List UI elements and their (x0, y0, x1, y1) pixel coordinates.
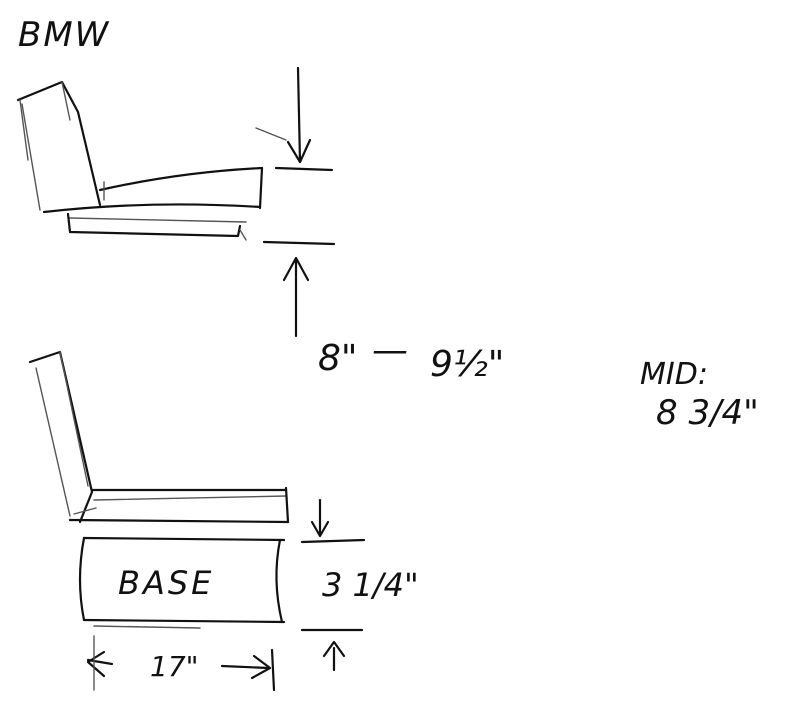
mid-annotation: MID: 8 3/4" (640, 357, 759, 433)
base-label: BASE (118, 564, 214, 602)
base-height-value: 3 1/4" (322, 566, 419, 604)
seat-height-separator: — (372, 330, 408, 371)
top-dimension-arrows (255, 66, 336, 338)
seat-height-range: 8" — 9½" (318, 330, 504, 385)
base-width-dimension: 17" (86, 635, 276, 692)
top-chair-drawing (16, 80, 264, 241)
mid-value: 8 3/4" (656, 393, 759, 433)
base-height-dimension: 3 1/4" (300, 498, 419, 672)
seat-height-max: 9½" (430, 344, 504, 385)
sketch-title: BMW (18, 15, 110, 55)
seat-height-min: 8" (318, 338, 357, 379)
base-block: BASE (78, 536, 286, 629)
bottom-chair-drawing (28, 350, 290, 524)
base-width-value: 17" (150, 650, 199, 683)
mid-label: MID: (640, 357, 708, 392)
